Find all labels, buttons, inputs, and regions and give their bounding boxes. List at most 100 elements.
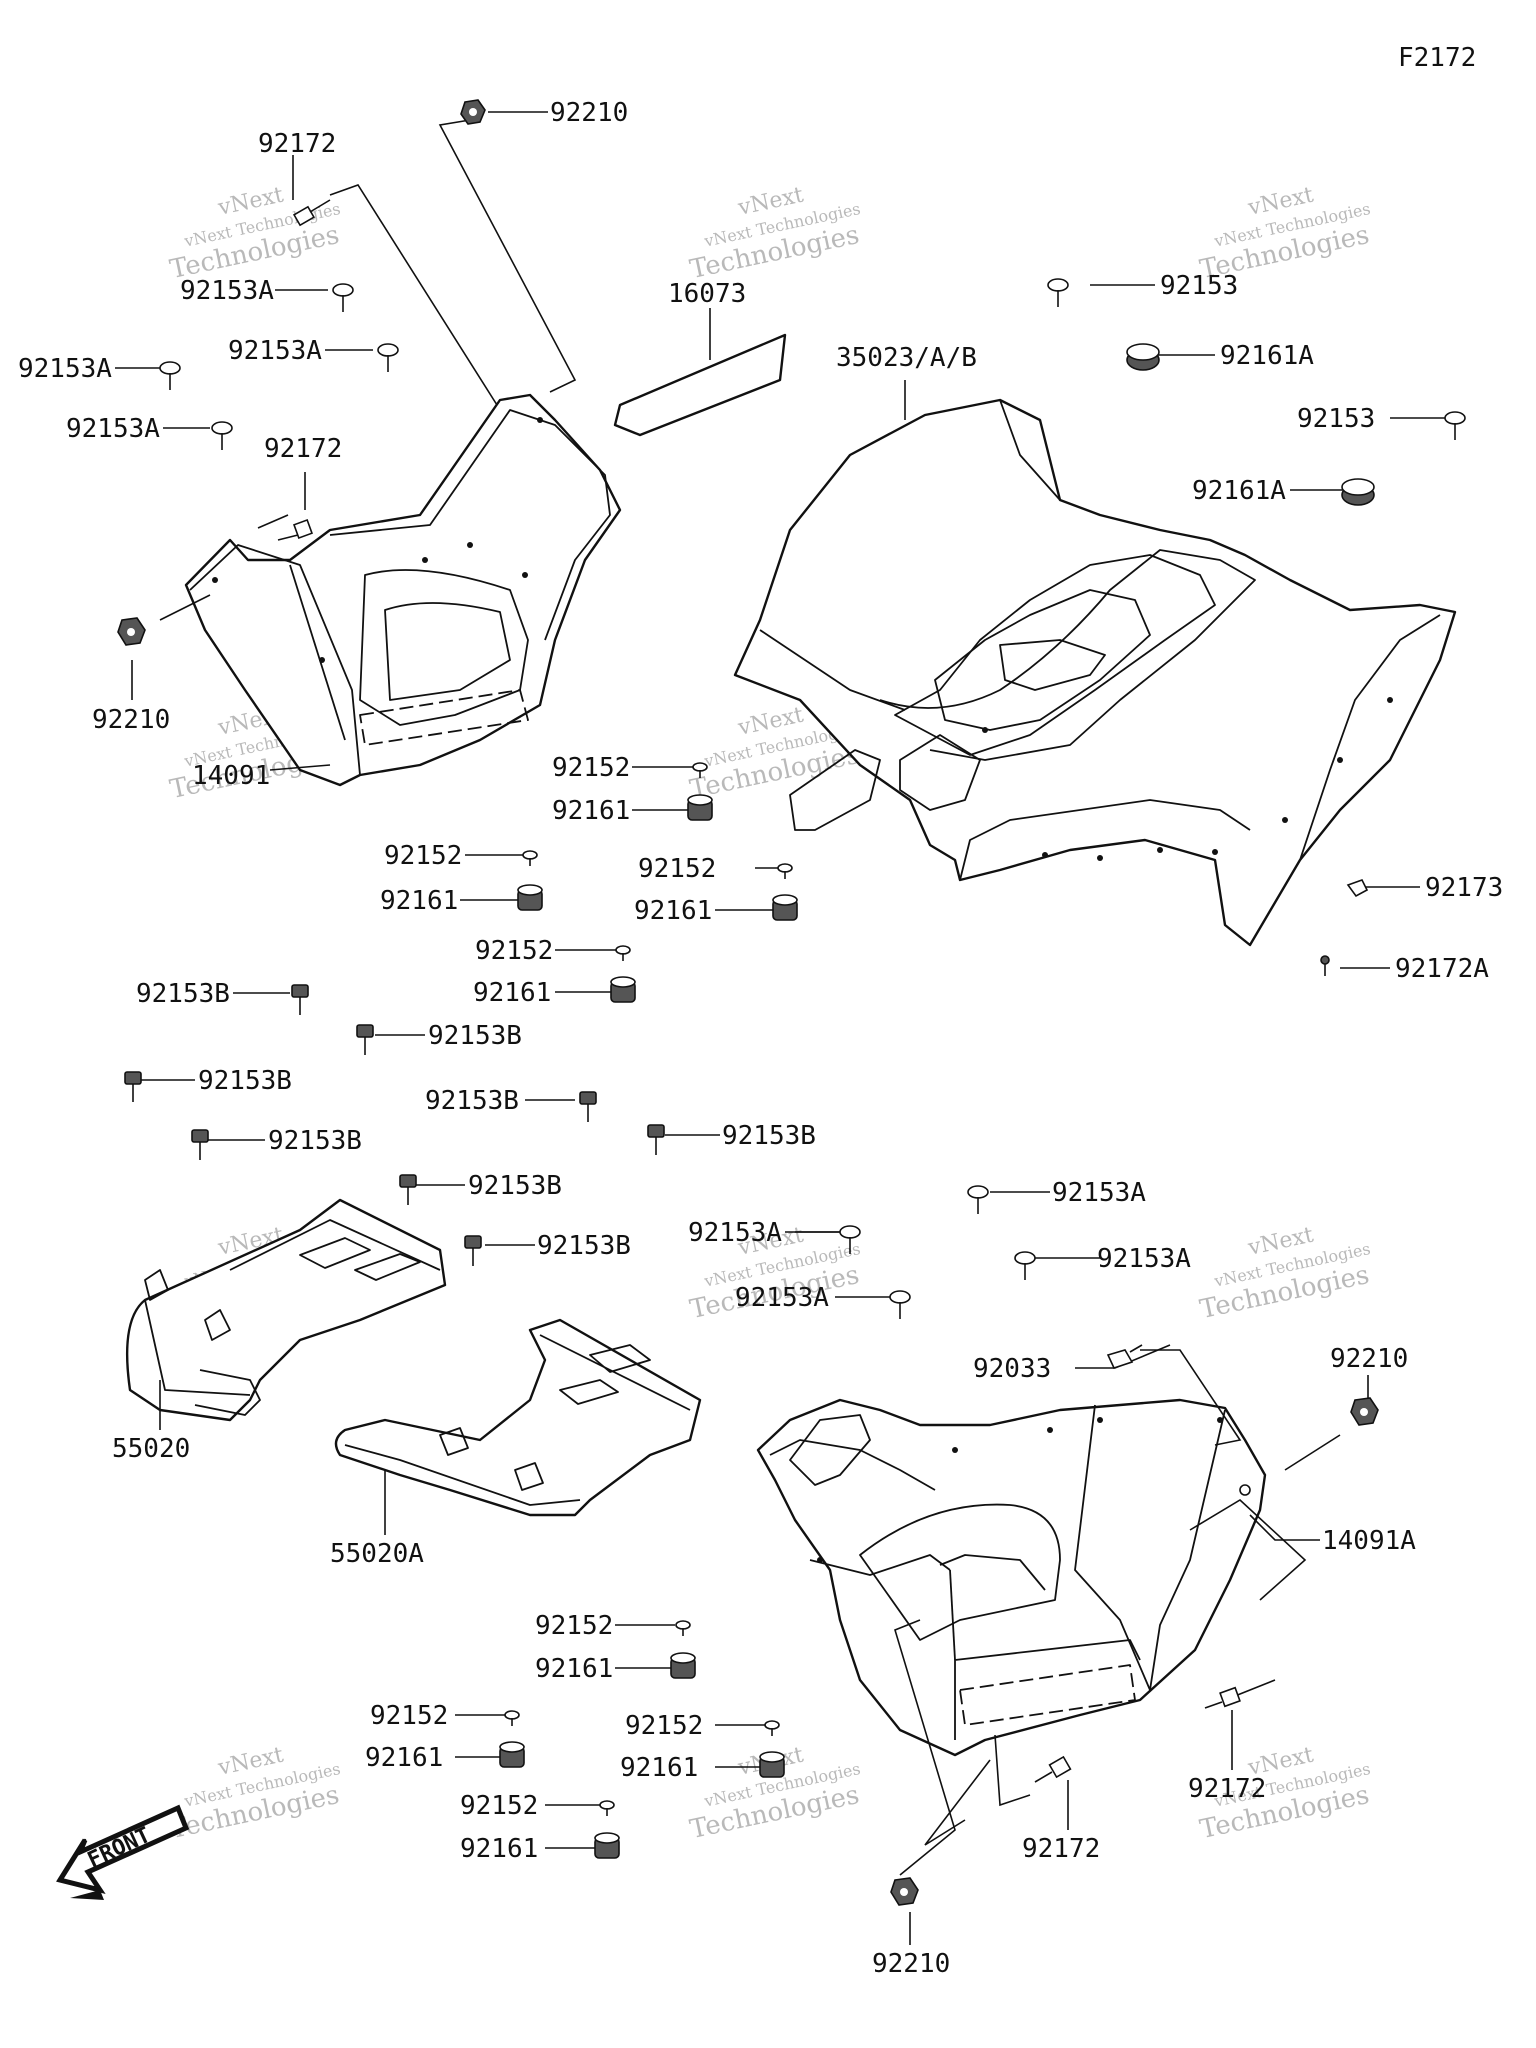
grommet-92161-f [499,1741,525,1768]
label-92153b-7: 92153B [468,1171,562,1201]
label-92172-top: 92172 [258,129,336,159]
label-92152-d: 92152 [475,936,553,966]
rivet-92152-a [692,762,708,778]
label-92152-b: 92152 [384,841,462,871]
clip-92033 [1106,1344,1143,1369]
label-92161-c: 92161 [634,896,712,926]
label-55020: 55020 [112,1434,190,1464]
bolt-92153b-1 [291,984,309,1015]
label-92152-h: 92152 [460,1791,538,1821]
rear-fender-35023 [733,398,1457,947]
rivet-92152-e [675,1620,691,1636]
rivet-92152-d [615,945,631,961]
label-16073: 16073 [668,279,746,309]
grommet-92161-h [594,1832,620,1859]
left-fender-14091 [184,393,622,787]
bolt-92172-top [292,199,331,227]
grommet-92161-d [610,976,636,1003]
leader-lines [115,111,1445,1945]
label-92161a-2: 92161A [1192,476,1286,506]
decal-16073 [613,333,787,437]
label-92161-f: 92161 [365,1743,443,1773]
footrest-55020a [334,1318,702,1517]
bolt-92153b-7 [399,1174,417,1205]
rivet-92152-c [777,863,793,879]
screw-92153a-6 [967,1185,989,1214]
label-92153b-5: 92153B [268,1126,362,1156]
screw-92153a-3 [377,343,399,372]
label-92153a-6: 92153A [688,1218,782,1248]
rivet-92152-b [522,850,538,866]
label-92153b-6: 92153B [722,1121,816,1151]
label-92210-top: 92210 [550,98,628,128]
label-92153b-8: 92153B [537,1231,631,1261]
label-92161-a: 92161 [552,796,630,826]
label-92173: 92173 [1425,873,1503,903]
label-92161-g: 92161 [620,1753,698,1783]
screw-92153a-4 [211,421,233,450]
label-92210-right: 92210 [1330,1344,1408,1374]
label-92172-r2: 92172 [1022,1834,1100,1864]
label-92210-bottom: 92210 [872,1949,950,1979]
label-92153a-4: 92153A [66,414,160,444]
bolt-92172-mid [277,519,313,541]
label-92153a-5: 92153A [1052,1178,1146,1208]
screw-92153a-1 [332,283,354,312]
rivet-92152-f [504,1710,520,1726]
clip-92173 [1346,879,1369,898]
watermark: vNext vNext Technologies Technologies [687,183,862,286]
footrest-55020 [125,1198,447,1422]
label-92153b-3: 92153B [198,1066,292,1096]
screw-92153-2 [1444,411,1466,440]
watermark: vNext vNext Technologies Technologies [167,183,342,286]
label-55020a: 55020A [330,1539,424,1569]
label-92152-g: 92152 [625,1711,703,1741]
grommet-92161-b [517,884,543,911]
label-92153a-1: 92153A [180,276,274,306]
screw-92172a [1320,955,1330,976]
label-92161-e: 92161 [535,1654,613,1684]
label-92161-h: 92161 [460,1834,538,1864]
screw-92153a-2 [159,361,181,390]
bolt-92153b-4 [579,1091,597,1122]
part-labels: 92210 92172 92153A 92153A 92153A 92153A … [18,98,1503,1979]
rivet-92152-g [764,1720,780,1736]
label-92172-mid: 92172 [264,434,342,464]
label-92153-1: 92153 [1160,271,1238,301]
label-92172-r1: 92172 [1188,1774,1266,1804]
label-35023: 35023/A/B [836,343,977,373]
label-92153a-8: 92153A [735,1283,829,1313]
bolt-92153b-8 [464,1235,482,1266]
label-92152-e: 92152 [535,1611,613,1641]
bolt-92153b-3 [124,1071,142,1102]
label-92210-left: 92210 [92,705,170,735]
bolt-92153b-5 [191,1129,209,1160]
hardware [117,99,1466,1906]
grommet-92161-a [687,794,713,821]
label-92033: 92033 [973,1354,1051,1384]
grommet-92161-e [670,1652,696,1679]
front-direction-marker: FRONT [56,1804,190,1900]
nut-92210-right [1350,1397,1379,1426]
label-92153b-4: 92153B [425,1086,519,1116]
right-fender-14091a [756,1398,1267,1757]
label-92152-f: 92152 [370,1701,448,1731]
rivet-92152-h [599,1800,615,1816]
watermark: vNext vNext Technologies Technologies [1197,183,1372,286]
watermark: vNext vNext Technologies Technologies [1197,1223,1372,1326]
label-92153a-2: 92153A [18,354,112,384]
bolt-92172-r2 [1034,1755,1072,1783]
bolt-92172-r1 [1204,1686,1241,1709]
label-92153a-7: 92153A [1097,1244,1191,1274]
label-92161-d: 92161 [473,978,551,1008]
label-92153a-3: 92153A [228,336,322,366]
grommet-92161a-2 [1341,478,1375,506]
label-92152-a: 92152 [552,753,630,783]
screw-92153a-5 [839,1225,861,1254]
grommet-92161-c [772,894,798,921]
screw-92153-1 [1047,278,1069,307]
label-92153b-1: 92153B [136,979,230,1009]
label-92153b-2: 92153B [428,1021,522,1051]
